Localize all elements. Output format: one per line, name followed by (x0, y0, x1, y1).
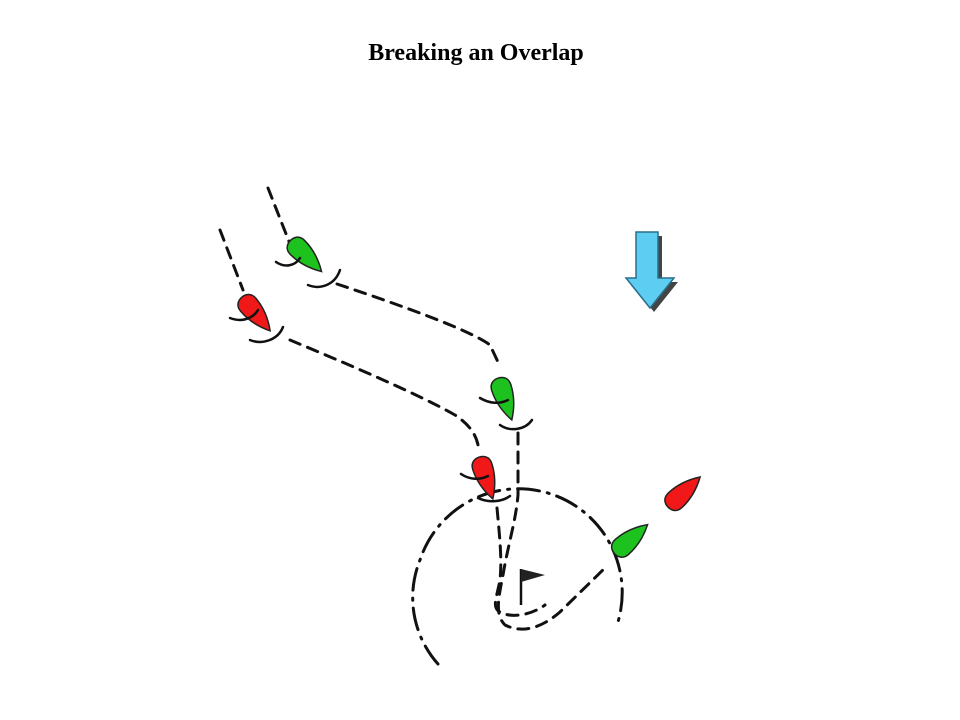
green-boat-track (266, 186, 610, 631)
zone-circle (411, 487, 624, 666)
boat-icon (607, 516, 655, 562)
boat-icon (487, 374, 523, 424)
mark-flag-icon (519, 569, 545, 605)
red-boat-track (218, 228, 547, 617)
boat-icon (282, 232, 330, 280)
boat-icon (660, 468, 708, 516)
green-boat-1 (282, 232, 330, 280)
red-boat-3 (660, 468, 708, 516)
wind-arrow-icon (624, 231, 678, 312)
green-boat-3 (607, 516, 655, 562)
diagram-title: Breaking an Overlap (368, 40, 584, 66)
green-boat-2 (487, 374, 523, 424)
